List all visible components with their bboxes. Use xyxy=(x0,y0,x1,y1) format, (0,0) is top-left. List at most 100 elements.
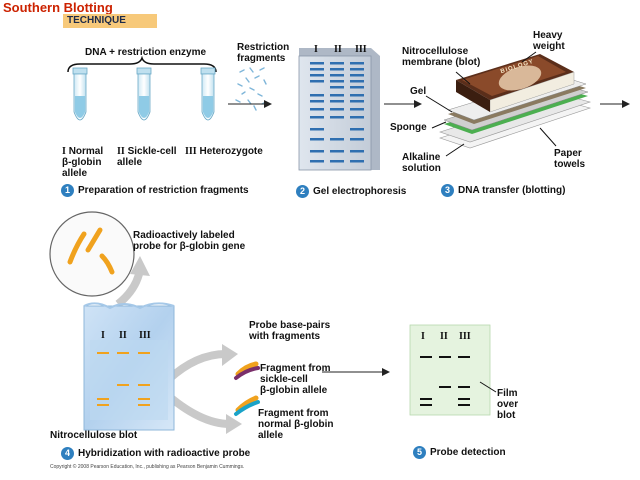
gel-band xyxy=(350,150,364,153)
normal-fragment-icon xyxy=(234,395,260,416)
paper-towels-label: Paper towels xyxy=(554,148,585,170)
gel-band xyxy=(310,100,324,103)
nitrocellulose-blot-label: Nitrocellulose blot xyxy=(50,430,138,441)
gel-band xyxy=(310,94,324,97)
step-4-number: 4 xyxy=(61,447,74,460)
tube-2-roman: II xyxy=(117,146,125,157)
film-band xyxy=(420,404,432,406)
bag-band xyxy=(138,384,150,386)
film-bands xyxy=(420,356,470,406)
gel-band xyxy=(330,150,344,153)
gel-band xyxy=(330,108,344,111)
film-line-2: over xyxy=(497,399,519,410)
gel-band xyxy=(350,68,364,71)
film-pointer xyxy=(479,381,497,393)
tubes-brace xyxy=(67,55,217,73)
film-band xyxy=(458,356,470,358)
step-2-number: 2 xyxy=(296,185,309,198)
gel-band xyxy=(350,100,364,103)
film-band xyxy=(458,398,470,400)
gel-band xyxy=(330,80,344,83)
sponge-label: Sponge xyxy=(390,122,427,133)
gel-band xyxy=(310,68,324,71)
gel-band xyxy=(350,128,364,131)
gel-band xyxy=(330,160,344,163)
probe-circle xyxy=(49,211,135,297)
film-band xyxy=(439,386,451,388)
gel-band xyxy=(350,80,364,83)
tube-1-line-3: allele xyxy=(62,168,88,179)
hybridization-bag xyxy=(83,302,175,431)
bag-band xyxy=(117,352,129,354)
gel-band xyxy=(330,62,344,65)
normal-line-2: normal β-globin xyxy=(258,419,334,430)
gel-band xyxy=(330,138,344,141)
gel-band xyxy=(310,108,324,111)
tube-3-roman: III xyxy=(185,146,197,157)
bag-band xyxy=(97,352,109,354)
heavy-weight-line-1: Heavy xyxy=(533,30,563,41)
nitrocellulose-label: Nitrocellulose membrane (blot) xyxy=(402,46,480,68)
nitrocellulose-line-2: membrane (blot) xyxy=(402,57,481,68)
alkaline-line-1: Alkaline xyxy=(402,152,441,163)
tube-1-roman: I xyxy=(62,146,66,157)
page-title: Southern Blotting xyxy=(3,0,113,15)
gel-band xyxy=(310,80,324,83)
step-5-caption: Probe detection xyxy=(430,447,506,458)
gel-band xyxy=(350,160,364,163)
step-3-number: 3 xyxy=(441,184,454,197)
alkaline-line-2: solution xyxy=(402,163,441,174)
gel-band xyxy=(330,68,344,71)
blot-stack xyxy=(439,54,592,149)
zoom-arrow-upper xyxy=(165,350,227,383)
probe-line-2: probe for β-globin gene xyxy=(133,241,246,252)
film-label: Film over blot xyxy=(497,388,518,421)
bag-band xyxy=(97,398,109,400)
bag-lane-I: I xyxy=(101,330,105,341)
sickle-line-1: Fragment from xyxy=(260,363,331,374)
gel-band xyxy=(350,108,364,111)
tube-1-line-1: Normal xyxy=(68,146,104,157)
film-line-1: Film xyxy=(497,388,518,399)
film-band xyxy=(420,356,432,358)
gel-band xyxy=(350,94,364,97)
gel-band xyxy=(330,116,344,119)
base-pairs-line-2: with fragments xyxy=(249,331,321,342)
film-lane-II: II xyxy=(440,331,448,342)
sickle-fragment-icon xyxy=(234,361,260,380)
normal-line-3: allele xyxy=(258,430,284,441)
tube-2-line-1: Sickle-cell xyxy=(127,146,177,157)
gel-band xyxy=(310,160,324,163)
gel-band xyxy=(330,94,344,97)
bag-bands xyxy=(97,352,150,406)
gel-band xyxy=(350,74,364,77)
gel-band xyxy=(310,74,324,77)
bag-band xyxy=(117,384,129,386)
paper-towels-line-1: Paper xyxy=(554,148,582,159)
film-band xyxy=(458,404,470,406)
normal-fragment-label: Fragment from normal β-globin allele xyxy=(258,408,334,441)
book-weight xyxy=(456,54,575,113)
step-1-caption: Preparation of restriction fragments xyxy=(78,185,249,196)
gel-lane-III: III xyxy=(355,44,367,55)
tube-1 xyxy=(72,67,88,121)
base-pairs-line-1: Probe base-pairs xyxy=(249,320,331,331)
technique-banner: TECHNIQUE xyxy=(63,14,157,28)
gel-band xyxy=(310,138,324,141)
film-line-3: blot xyxy=(497,410,516,421)
bag-lane-II: II xyxy=(119,330,127,341)
nitrocellulose-line-1: Nitrocellulose xyxy=(402,46,469,57)
gel-band xyxy=(310,116,324,119)
gel-band xyxy=(330,74,344,77)
bag-band xyxy=(138,352,150,354)
bag-lane-III: III xyxy=(139,330,151,341)
gel-lane-II: II xyxy=(334,44,342,55)
gel-band xyxy=(330,100,344,103)
probe-label: Radioactively labeled probe for β-globin… xyxy=(133,230,245,252)
bag-band xyxy=(97,404,109,406)
restriction-fragments-label: Restriction fragments xyxy=(237,42,289,64)
bag-band xyxy=(138,404,150,406)
gel-band xyxy=(330,86,344,89)
film-band xyxy=(439,356,451,358)
